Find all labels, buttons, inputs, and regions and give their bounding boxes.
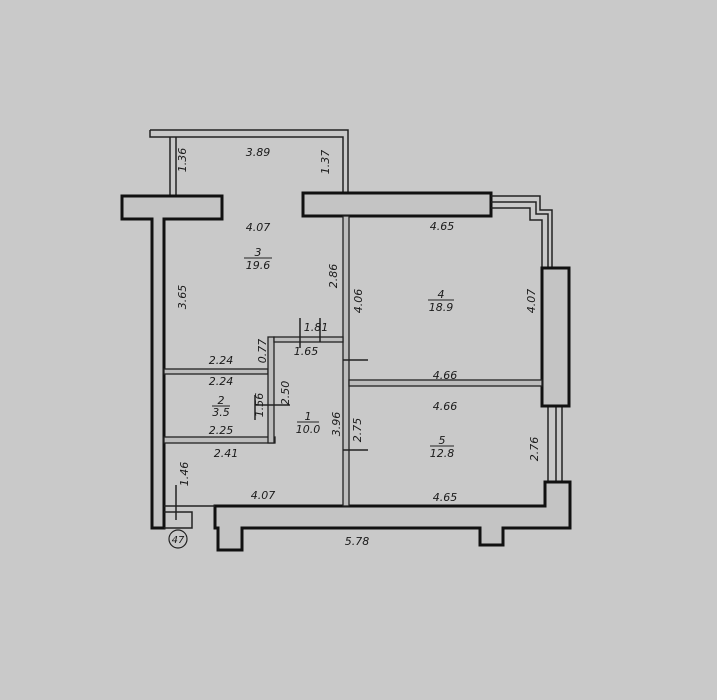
dimension-label: 4 [438, 288, 445, 301]
dimension-label: 1 [305, 410, 312, 423]
balcony-top [149, 129, 349, 196]
dimension-label: 1.81 [304, 321, 329, 334]
dimension-label: 10.0 [296, 423, 321, 436]
dimension-label: 47 [172, 535, 185, 546]
entry-threshold [164, 505, 215, 529]
dimension-label: 1.56 [253, 393, 266, 418]
exterior-wall-bottom [213, 480, 572, 552]
axis-marker: 47 [168, 529, 188, 549]
dimension-label: 1.37 [319, 150, 332, 175]
room-3-label: 3 19.6 [244, 246, 272, 272]
dimension-label: 2.24 [209, 375, 234, 388]
dimension-label: 4.07 [251, 489, 276, 502]
dimension-label: 12.8 [430, 447, 455, 460]
dimension-label: 2.24 [209, 354, 234, 367]
dimension-label: 18.9 [429, 301, 454, 314]
dimension-label: 3.5 [212, 406, 230, 419]
dimension-label: 1.36 [176, 148, 189, 173]
dimension-label: 4.06 [352, 289, 365, 314]
dimension-label: 4.07 [246, 221, 271, 234]
room-1-label: 1 10.0 [296, 410, 321, 436]
room-5-label: 5 12.8 [430, 434, 455, 460]
dimension-labels: 3.89 4.07 4.65 4.66 4.66 4.65 1.81 1.65 … [176, 146, 541, 548]
interior-walls [163, 215, 543, 520]
dimension-label: 1.46 [178, 462, 191, 487]
exterior-wall-top [301, 191, 493, 218]
dimension-label: 2.86 [327, 264, 340, 289]
dimension-label: 2.41 [214, 447, 239, 460]
dimension-label: 3.65 [176, 285, 189, 310]
dimension-label: 5 [439, 434, 446, 447]
dimension-label: 4.65 [433, 491, 458, 504]
dimension-label: 3.89 [246, 146, 271, 159]
dimension-label: 2 [218, 394, 225, 407]
room-4-label: 4 18.9 [428, 288, 454, 314]
dimension-label: 3 [255, 246, 262, 259]
dimension-label: 19.6 [246, 259, 271, 272]
dimension-label: 2.50 [279, 381, 292, 406]
dimension-label: 0.77 [256, 339, 269, 364]
window-wall-right [540, 266, 571, 408]
dimension-label: 4.07 [525, 289, 538, 314]
balcony-right [491, 195, 563, 482]
dimension-label: 2.75 [351, 418, 364, 443]
dimension-label: 5.78 [345, 535, 370, 548]
dimension-label: 3.96 [330, 412, 343, 437]
dimension-label: 4.66 [433, 369, 458, 382]
dimension-label: 2.25 [209, 424, 234, 437]
dimension-label: 2.76 [528, 437, 541, 462]
dimension-label: 1.65 [294, 345, 319, 358]
room-2-label: 2 3.5 [212, 394, 230, 419]
dimension-label: 4.65 [430, 220, 455, 233]
dimension-label: 4.66 [433, 400, 458, 413]
